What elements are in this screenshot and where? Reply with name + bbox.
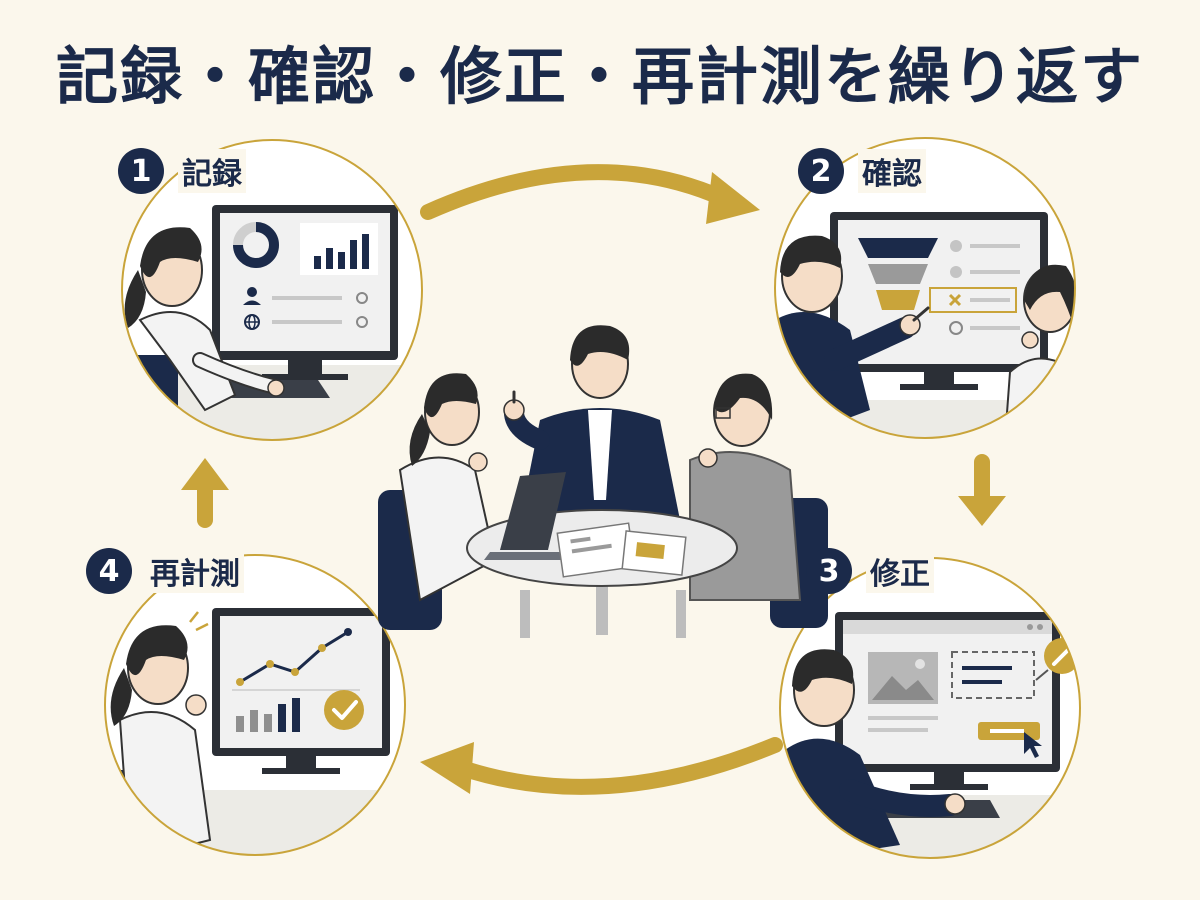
bar-chart-icon	[300, 223, 378, 275]
page-title: 記録・確認・修正・再計測を繰り返す	[55, 40, 1144, 113]
arrow-step1-to-step2	[420, 164, 760, 224]
arrow-step3-to-step4	[420, 737, 783, 795]
arrow-step2-to-step3	[958, 454, 1006, 526]
step2-label: 2 確認	[798, 148, 926, 194]
step2-number-badge: 2	[798, 148, 844, 194]
step4-illustration	[104, 554, 406, 856]
step1-number-badge: 1	[118, 148, 164, 194]
cursor-icon	[1024, 732, 1042, 758]
step4-number-badge: 4	[86, 548, 132, 594]
step1-label: 1 記録	[118, 148, 246, 194]
line-chart-icon	[232, 628, 360, 691]
step4-title: 再計測	[146, 549, 244, 593]
x-mark-icon	[948, 293, 962, 307]
step3-label: 3 修正	[806, 548, 934, 594]
user-icon	[243, 287, 261, 305]
step3-number-badge: 3	[806, 548, 852, 594]
funnel-icon	[858, 238, 938, 310]
cycle-arrows	[181, 164, 1006, 795]
center-meeting-illustration	[378, 325, 828, 638]
step3-illustration	[779, 557, 1081, 859]
step2-title: 確認	[858, 149, 926, 193]
donut-chart-icon	[233, 222, 279, 268]
step3-title: 修正	[866, 549, 934, 593]
step4-label: 4 再計測	[86, 548, 244, 594]
checkmark-icon	[324, 690, 364, 730]
arrow-step4-to-step1	[181, 458, 229, 528]
globe-icon	[244, 314, 260, 330]
step1-title: 記録	[178, 149, 246, 193]
image-icon	[868, 652, 938, 704]
